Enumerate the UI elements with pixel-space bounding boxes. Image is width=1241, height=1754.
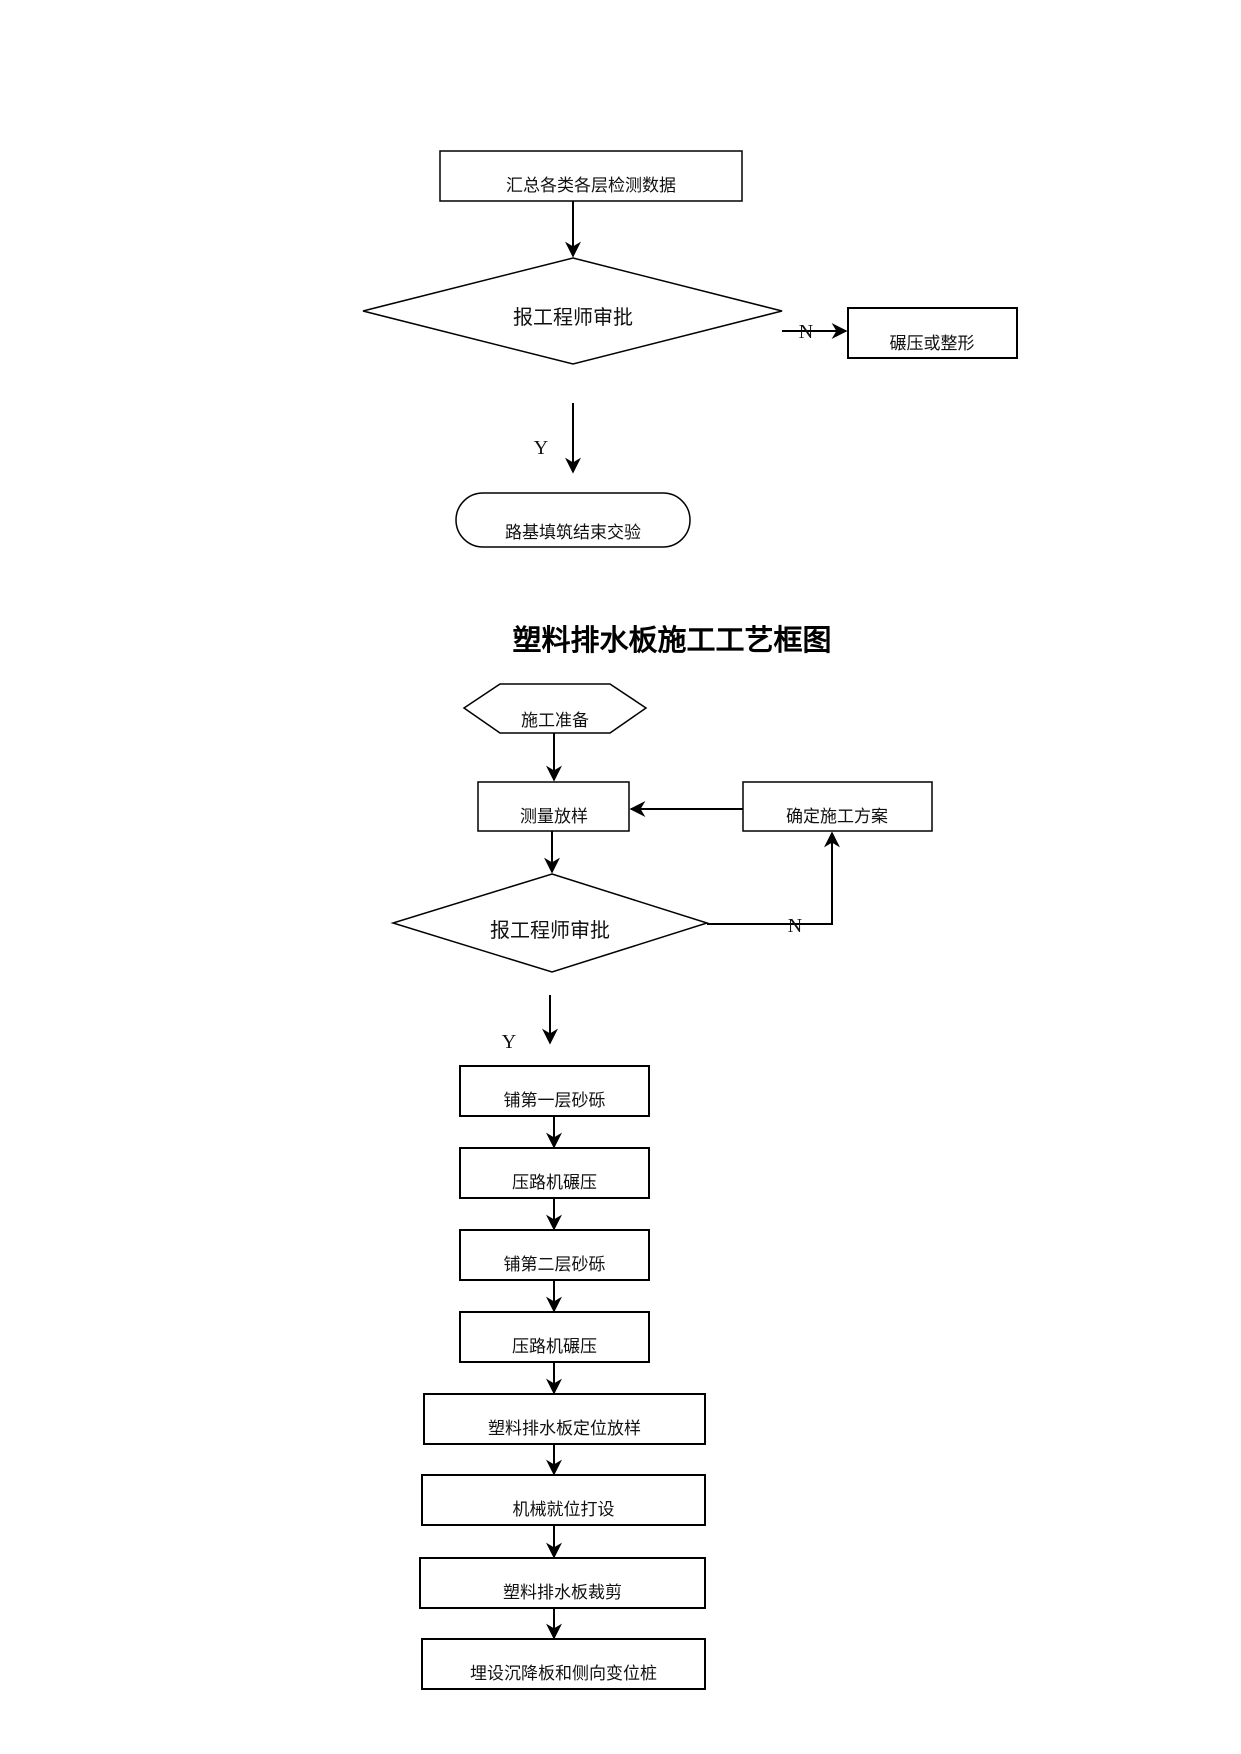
node-label: 汇总各类各层检测数据 bbox=[506, 176, 676, 196]
terminal-finish: 路基填筑结束交验 bbox=[455, 492, 691, 548]
decision-engineer-approval: 报工程师审批 bbox=[362, 257, 783, 365]
node-label: 塑料排水板裁剪 bbox=[503, 1583, 622, 1603]
node-survey: 测量放样 bbox=[477, 781, 630, 832]
node-label: 塑料排水板定位放样 bbox=[488, 1419, 641, 1439]
step-box bbox=[423, 1393, 706, 1445]
node-label: 压路机碾压 bbox=[512, 1173, 597, 1193]
step-box bbox=[459, 1147, 650, 1199]
node-label: 碾压或整形 bbox=[890, 334, 975, 354]
no-label: N bbox=[799, 321, 813, 343]
process-step: 压路机碾压 bbox=[459, 1311, 650, 1363]
node-label: 确定施工方案 bbox=[786, 807, 888, 827]
step-box bbox=[421, 1474, 706, 1526]
process-step: 机械就位打设 bbox=[421, 1474, 706, 1526]
no-label: N bbox=[788, 915, 802, 937]
step-box bbox=[459, 1229, 650, 1281]
node-label: 压路机碾压 bbox=[512, 1337, 597, 1357]
node-label: 测量放样 bbox=[520, 807, 588, 827]
node-label: 铺第二层砂砾 bbox=[504, 1255, 606, 1275]
decision-engineer-approval-2: 报工程师审批 bbox=[390, 873, 710, 973]
process-step: 铺第二层砂砾 bbox=[459, 1229, 650, 1281]
process-step: 铺第一层砂砾 bbox=[459, 1065, 650, 1117]
process-step: 塑料排水板定位放样 bbox=[423, 1393, 706, 1445]
node-label: 路基填筑结束交验 bbox=[505, 523, 641, 543]
step-box bbox=[419, 1557, 706, 1609]
arrow-no bbox=[707, 831, 840, 925]
process-step: 压路机碾压 bbox=[459, 1147, 650, 1199]
node-label: 埋设沉降板和侧向变位桩 bbox=[470, 1664, 657, 1684]
node-label: 报工程师审批 bbox=[490, 918, 610, 942]
step-box bbox=[459, 1311, 650, 1363]
node-label: 机械就位打设 bbox=[513, 1500, 615, 1520]
node-label: 报工程师审批 bbox=[513, 305, 633, 329]
step-box bbox=[421, 1638, 706, 1690]
process-step: 埋设沉降板和侧向变位桩 bbox=[421, 1638, 706, 1690]
step-box bbox=[459, 1065, 650, 1117]
node-label: 铺第一层砂砾 bbox=[504, 1091, 606, 1111]
node-prepare: 施工准备 bbox=[462, 683, 648, 734]
node-summarize-data: 汇总各类各层检测数据 bbox=[439, 150, 743, 202]
yes-label: Y bbox=[502, 1031, 516, 1053]
node-rework: 碾压或整形 bbox=[847, 307, 1018, 359]
process-step: 塑料排水板裁剪 bbox=[419, 1557, 706, 1609]
yes-label: Y bbox=[534, 437, 548, 459]
diagram-title: 塑料排水板施工工艺框图 bbox=[512, 623, 831, 657]
node-label: 施工准备 bbox=[521, 711, 589, 731]
node-plan: 确定施工方案 bbox=[742, 781, 933, 832]
